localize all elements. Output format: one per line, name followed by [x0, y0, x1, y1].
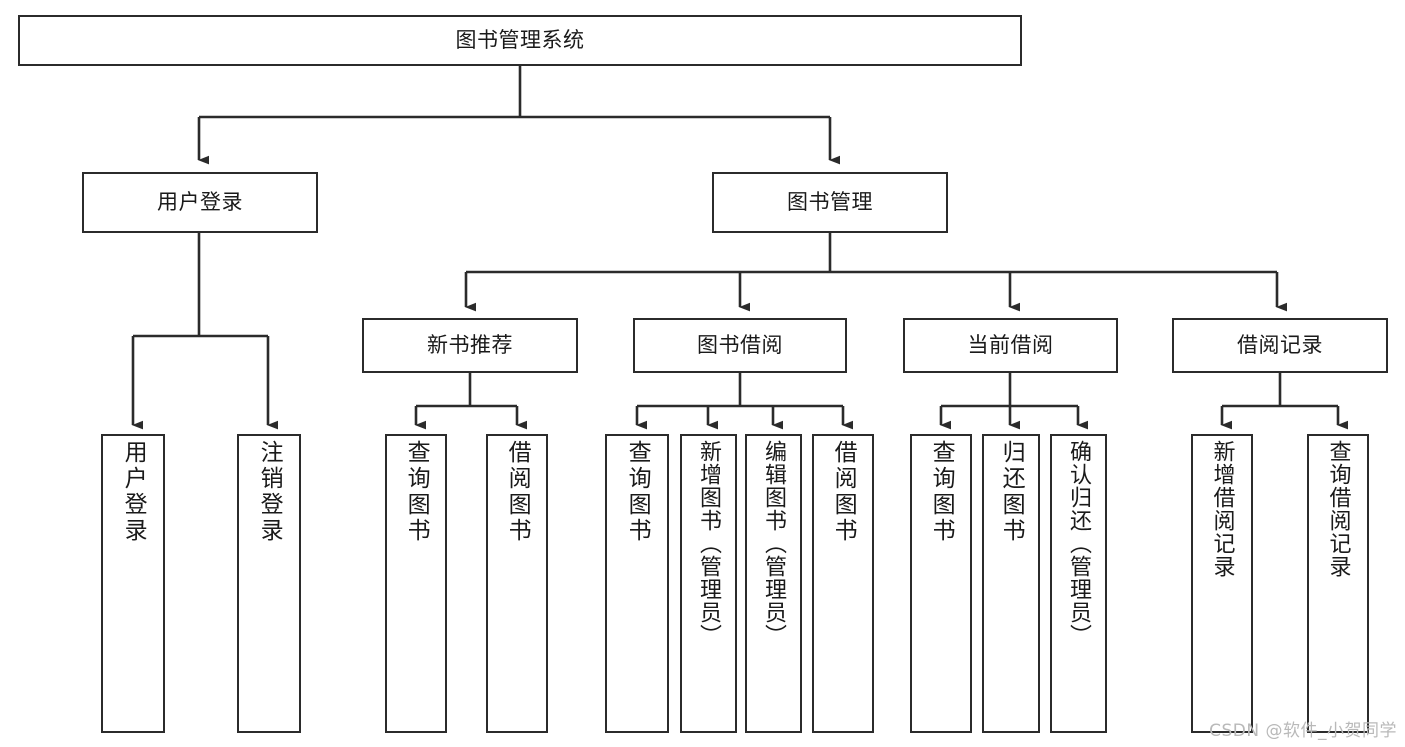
node-label: 查询图书	[624, 440, 651, 544]
node-book-management[interactable]: 图书管理	[712, 172, 948, 233]
node-label: 注销登录	[256, 440, 283, 544]
node-label: 用户登录	[120, 440, 147, 544]
node-label: 编辑图书（管理员）	[761, 440, 787, 647]
node-leaf-query-borrow-record[interactable]: 查询借阅记录	[1307, 434, 1369, 733]
node-leaf-user-login[interactable]: 用户登录	[101, 434, 165, 733]
node-label: 图书管理	[787, 190, 873, 215]
node-label: 图书管理系统	[455, 28, 585, 53]
node-label: 新增图书（管理员）	[696, 440, 722, 647]
node-label: 新增借阅记录	[1209, 440, 1235, 578]
node-current-borrow[interactable]: 当前借阅	[903, 318, 1118, 373]
node-new-book-recommend[interactable]: 新书推荐	[362, 318, 578, 373]
node-leaf-query-book-recommend[interactable]: 查询图书	[385, 434, 447, 733]
node-leaf-add-borrow-record[interactable]: 新增借阅记录	[1191, 434, 1253, 733]
node-label: 借阅图书	[504, 440, 531, 544]
node-label: 借阅记录	[1237, 333, 1323, 358]
csdn-watermark: CSDN @软件_小贺同学	[1209, 721, 1397, 741]
node-book-borrow[interactable]: 图书借阅	[633, 318, 847, 373]
node-label: 当前借阅	[967, 333, 1054, 358]
node-label: 归还图书	[998, 440, 1025, 544]
node-borrow-record[interactable]: 借阅记录	[1172, 318, 1388, 373]
node-label: 确认归还（管理员）	[1066, 440, 1092, 647]
node-leaf-add-book[interactable]: 新增图书（管理员）	[680, 434, 737, 733]
node-user-login[interactable]: 用户登录	[82, 172, 318, 233]
node-label: 查询图书	[403, 440, 430, 544]
node-label: 新书推荐	[427, 333, 513, 358]
node-label: 图书借阅	[697, 333, 783, 358]
node-leaf-logout-login[interactable]: 注销登录	[237, 434, 301, 733]
node-label: 查询借阅记录	[1325, 440, 1351, 578]
node-leaf-query-book-current[interactable]: 查询图书	[910, 434, 972, 733]
node-root-book-management-system[interactable]: 图书管理系统	[18, 15, 1022, 66]
node-leaf-edit-book[interactable]: 编辑图书（管理员）	[745, 434, 802, 733]
node-leaf-confirm-return[interactable]: 确认归还（管理员）	[1050, 434, 1107, 733]
node-label: 用户登录	[157, 190, 243, 215]
node-label: 查询图书	[928, 440, 955, 544]
node-leaf-borrow-book[interactable]: 借阅图书	[812, 434, 874, 733]
node-leaf-return-book[interactable]: 归还图书	[982, 434, 1040, 733]
node-leaf-borrow-book-recommend[interactable]: 借阅图书	[486, 434, 548, 733]
node-label: 借阅图书	[830, 440, 857, 544]
node-leaf-query-book-borrow[interactable]: 查询图书	[605, 434, 669, 733]
